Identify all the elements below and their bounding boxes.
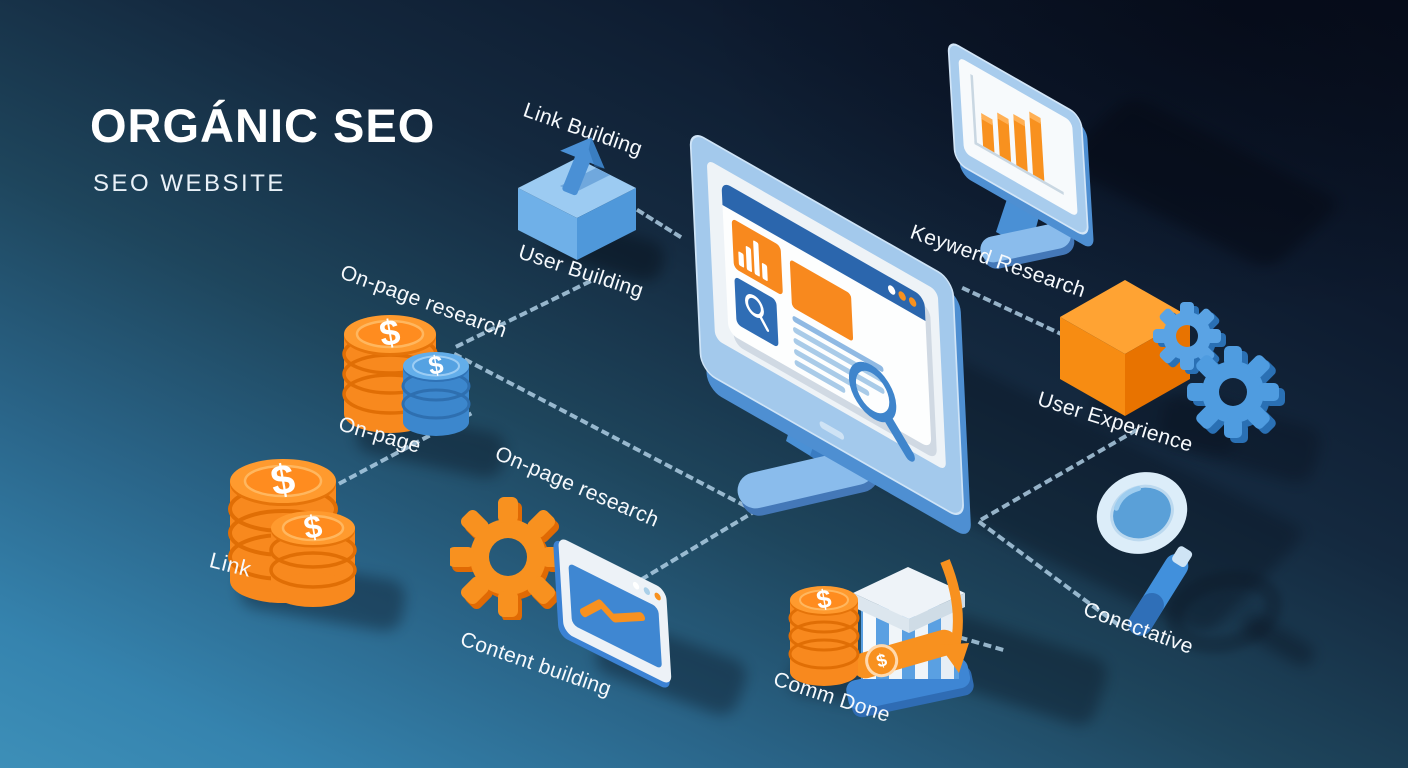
- svg-text:$: $: [814, 583, 834, 615]
- line-chart-icon: [579, 599, 646, 623]
- storefront-dollar-arrow-icon: $: [846, 559, 974, 718]
- mini-bar-chart-icon: [731, 219, 783, 295]
- magnifier-handle: [1128, 546, 1193, 636]
- upload-arrow-box-icon: [518, 137, 636, 260]
- coin-stack-icon: $: [788, 583, 860, 686]
- gear-large: [1187, 346, 1285, 443]
- browser-monitor-icon: [689, 134, 971, 534]
- gear-icon: [450, 497, 570, 620]
- bar-chart-monitor-icon: [947, 43, 1094, 269]
- magnifier-icon: [848, 361, 915, 462]
- page-subtitle: SEO WEBSITE: [93, 170, 286, 197]
- gear-small: [1153, 302, 1226, 374]
- bar-chart-icon: [981, 111, 1045, 181]
- magnifier-icon: [1096, 472, 1193, 636]
- coin-stack-icon: $: [269, 508, 357, 607]
- up-arrow-icon: [560, 137, 605, 196]
- browser-bar: [721, 184, 926, 321]
- dollar-ribbon: $: [852, 629, 958, 679]
- magnifier-lens: [1096, 472, 1188, 554]
- search-card-icon: [734, 277, 779, 347]
- svg-text:$: $: [301, 508, 325, 547]
- page-title: ORGÁNIC SEO: [90, 99, 436, 152]
- svg-text:$: $: [426, 349, 446, 381]
- down-arrow-icon: [939, 559, 969, 673]
- coin-stack-icon: $: [401, 349, 471, 436]
- gears-icon: [1153, 302, 1285, 443]
- line-chart-window-icon: [553, 539, 672, 688]
